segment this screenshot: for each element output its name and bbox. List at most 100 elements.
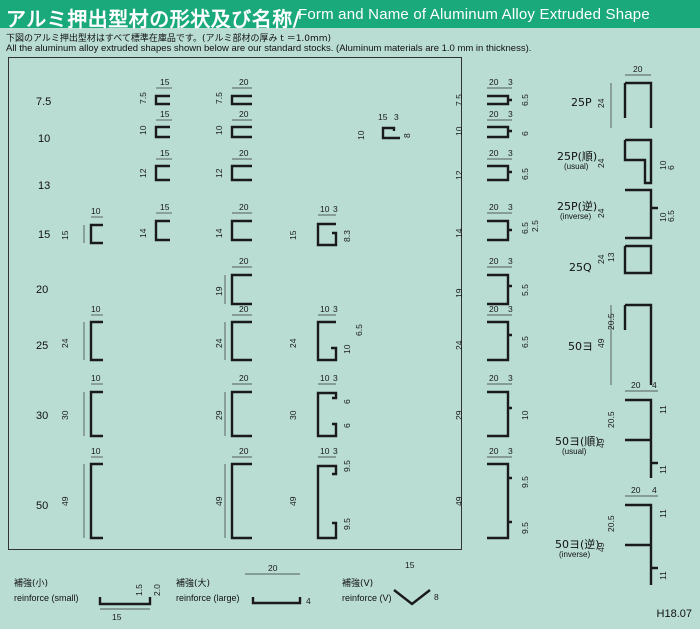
row-label: 20	[36, 284, 49, 296]
dim-label: 30	[288, 410, 298, 420]
dim-label: 49	[596, 438, 606, 448]
subtitle-jp: 下図のアルミ押出型材はすべて標準在庫品です。(アルミ部材の厚み t ＝1.0mm…	[6, 34, 332, 44]
e-profile-shape	[623, 303, 653, 385]
dim-label: 5.5	[520, 284, 530, 296]
profile-label: 25P(逆)	[557, 200, 598, 213]
dimension-labels: 15 20 15 20 15 20 15 20 10 20 10 20 10 2…	[60, 64, 676, 622]
reinforce-label-jp: 補強(大)	[176, 579, 211, 589]
dim-label: 6	[342, 399, 352, 404]
profile-sublabel: (usual)	[564, 162, 589, 171]
dim-label: 6	[520, 131, 530, 136]
row-label: 13	[38, 180, 51, 192]
dim-label: 10	[454, 126, 464, 136]
dim-label: 14	[138, 228, 148, 238]
dim-label: 3	[508, 148, 513, 158]
lipped-channel-shape	[487, 273, 512, 306]
dim-label: 10	[320, 304, 330, 314]
dim-label: 20	[239, 304, 249, 314]
dim-label: 10	[342, 344, 352, 354]
dim-label: 3	[394, 112, 399, 122]
dim-label: 14	[214, 228, 224, 238]
dim-label: 24	[596, 158, 606, 168]
dim-label: 20	[239, 373, 249, 383]
dim-label: 9.5	[342, 460, 352, 472]
channel-shape	[230, 219, 252, 242]
dim-label: 24	[596, 208, 606, 218]
dim-label: 20	[489, 446, 499, 456]
dim-label: 49	[596, 338, 606, 348]
profile-shapes	[89, 81, 658, 606]
lipped-channel-shape	[316, 391, 338, 438]
dim-label: 20	[239, 446, 249, 456]
dim-label: 24	[596, 254, 606, 264]
dim-label: 24	[454, 340, 464, 350]
dim-label: 7.5	[214, 92, 224, 104]
dim-label: 20.5	[606, 411, 616, 428]
channel-shape	[89, 390, 103, 438]
channel-shape	[230, 164, 252, 182]
dim-label: 20.5	[606, 313, 616, 330]
channel-shape	[230, 320, 252, 362]
dim-label: 20	[489, 304, 499, 314]
dim-label: 15	[160, 148, 170, 158]
reinforce-small-shape	[98, 597, 152, 606]
dim-label: 3	[508, 77, 513, 87]
dim-label: 15	[160, 202, 170, 212]
dim-label: 49	[288, 496, 298, 506]
profile-label: 50ヨ	[568, 340, 593, 353]
channel-shape	[154, 164, 170, 182]
lipped-channel-shape	[487, 219, 512, 242]
dim-label: 6.5	[666, 210, 676, 222]
dim-label: 20	[631, 380, 641, 390]
dim-label: 10	[658, 212, 668, 222]
dim-label: 13	[606, 252, 616, 262]
dim-label: 6.5	[520, 168, 530, 180]
row-label: 7.5	[36, 96, 52, 108]
reinforce-v-shape	[393, 589, 431, 606]
dim-label: 20	[489, 256, 499, 266]
dim-label: 24	[60, 338, 70, 348]
dim-label: 14	[454, 228, 464, 238]
p-profile-shape	[623, 81, 653, 128]
profile-label: 25Q	[569, 261, 592, 274]
dim-label: 20	[631, 485, 641, 495]
dim-label: 24	[596, 98, 606, 108]
dim-label: 6.5	[354, 324, 364, 336]
lipped-channel-shape	[487, 94, 512, 106]
row-label: 15	[38, 229, 51, 241]
lipped-channel-shape	[487, 390, 512, 438]
dim-label: 6	[666, 165, 676, 170]
dim-label: 3	[333, 446, 338, 456]
dim-label: 20	[239, 148, 249, 158]
dim-label: 10	[91, 304, 101, 314]
dim-label: 10	[91, 446, 101, 456]
dim-label: 6	[342, 423, 352, 428]
dim-label: 3	[508, 256, 513, 266]
dim-label: 11	[658, 465, 668, 474]
profile-label: 25P	[571, 96, 592, 109]
dim-label: 20	[239, 256, 249, 266]
subtitle-en: All the aluminum alloy extruded shapes s…	[6, 43, 532, 54]
shapes-panel	[8, 57, 462, 550]
dim-label: 49	[596, 542, 606, 552]
dim-label: 8.3	[342, 230, 352, 242]
reinforce-label-en: reinforce (small)	[14, 593, 79, 603]
lipped-channel-shape	[381, 126, 400, 140]
q-profile-shape	[623, 244, 653, 275]
e-profile-shape	[625, 503, 658, 585]
dim-label: 12	[454, 170, 464, 180]
dim-label: 9.5	[520, 522, 530, 534]
dim-label: 3	[508, 446, 513, 456]
dim-label: 3	[333, 373, 338, 383]
channel-shape	[154, 125, 170, 139]
p-profile-shape	[623, 138, 653, 185]
dim-label: 10	[91, 373, 101, 383]
dim-label: 15	[160, 109, 170, 119]
title-jp: アルミ押出型材の形状及び名称/	[6, 7, 301, 31]
reinforce-label-jp: 補強(V)	[342, 579, 374, 589]
row-label: 30	[36, 410, 49, 422]
dim-label: 10	[91, 206, 101, 216]
dim-label: 4	[652, 380, 657, 390]
row-label: 50	[36, 500, 49, 512]
p-profile-shape	[625, 188, 658, 240]
